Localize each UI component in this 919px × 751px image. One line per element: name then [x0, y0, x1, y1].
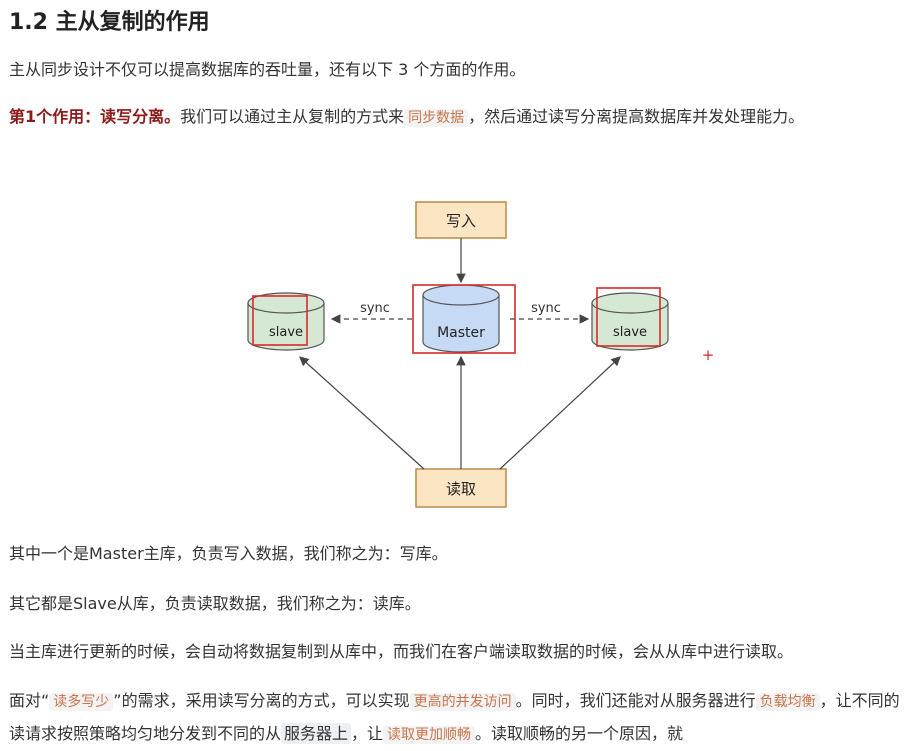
update-description: 当主库进行更新的时候，会自动将数据复制到从库中，而我们在客户端读取数据的时候，会… — [9, 642, 794, 661]
intro-paragraph: 主从同步设计不仅可以提高数据库的吞吐量，还有以下 3 个方面的作用。 — [9, 60, 526, 79]
section-heading: 1.2 主从复制的作用 — [9, 10, 210, 35]
slave-left-highlight-box — [252, 295, 308, 346]
last-text-d: ，让不同的读请求按照策略均匀地分发到不同的从 — [9, 691, 900, 743]
arrow-read-to-slave-right — [499, 356, 621, 470]
slave-description: 其它都是Slave从库，负责读取数据，我们称之为：读库。 — [9, 594, 421, 613]
point1-text-b: ，然后通过读写分离提高数据库并发处理能力。 — [468, 107, 805, 126]
sync-right-label: sync — [531, 301, 561, 316]
point1-text-a: 我们可以通过主从复制的方式来 — [180, 107, 405, 126]
slave-right-label: slave — [613, 325, 647, 340]
last-text-c: 。同时，我们还能对从服务器进行 — [515, 691, 756, 710]
slave-left-cylinder: slave — [247, 292, 325, 351]
slave-left-label: slave — [269, 325, 303, 340]
inline-code-sync-data: 同步数据 — [404, 109, 469, 127]
inline-code-read-more-write-less: 读多写少 — [49, 693, 114, 711]
point1-paragraph: 第1个作用：读写分离。我们可以通过主从复制的方式来同步数据，然后通过读写分离提高… — [9, 101, 909, 134]
write-label: 写入 — [446, 212, 476, 230]
last-text-a: 面对“ — [9, 691, 50, 710]
plus-mark: + — [702, 346, 715, 364]
sync-left-label: sync — [360, 301, 390, 316]
write-box: 写入 — [415, 201, 507, 239]
arrow-read-to-slave-left — [299, 356, 425, 470]
slave-right-cylinder: slave — [591, 292, 669, 351]
last-text-f: 。读取顺畅的另一个原因，就 — [475, 724, 684, 743]
inline-code-server: 服务器上 — [281, 723, 352, 744]
read-label: 读取 — [446, 480, 476, 498]
read-write-split-diagram: 写入 Master slave slave sync sync — [247, 201, 715, 508]
last-text-e: ，让 — [351, 724, 384, 743]
inline-code-smoother-read: 读取更加顺畅 — [383, 726, 476, 744]
point1-title: 第1个作用：读写分离。 — [9, 107, 181, 126]
master-cylinder: Master — [422, 284, 500, 353]
read-box: 读取 — [415, 468, 507, 508]
inline-code-higher-concurrency: 更高的并发访问 — [409, 693, 516, 711]
slave-right-highlight-box — [596, 287, 661, 347]
read-write-benefit-paragraph: 面对“读多写少”的需求，采用读写分离的方式，可以实现更高的并发访问。同时，我们还… — [9, 685, 909, 751]
master-description: 其中一个是Master主库，负责写入数据，我们称之为：写库。 — [9, 544, 448, 563]
master-label: Master — [437, 325, 485, 341]
last-text-b: ”的需求，采用读写分离的方式，可以实现 — [113, 691, 410, 710]
inline-code-load-balancing: 负载均衡 — [755, 693, 820, 711]
